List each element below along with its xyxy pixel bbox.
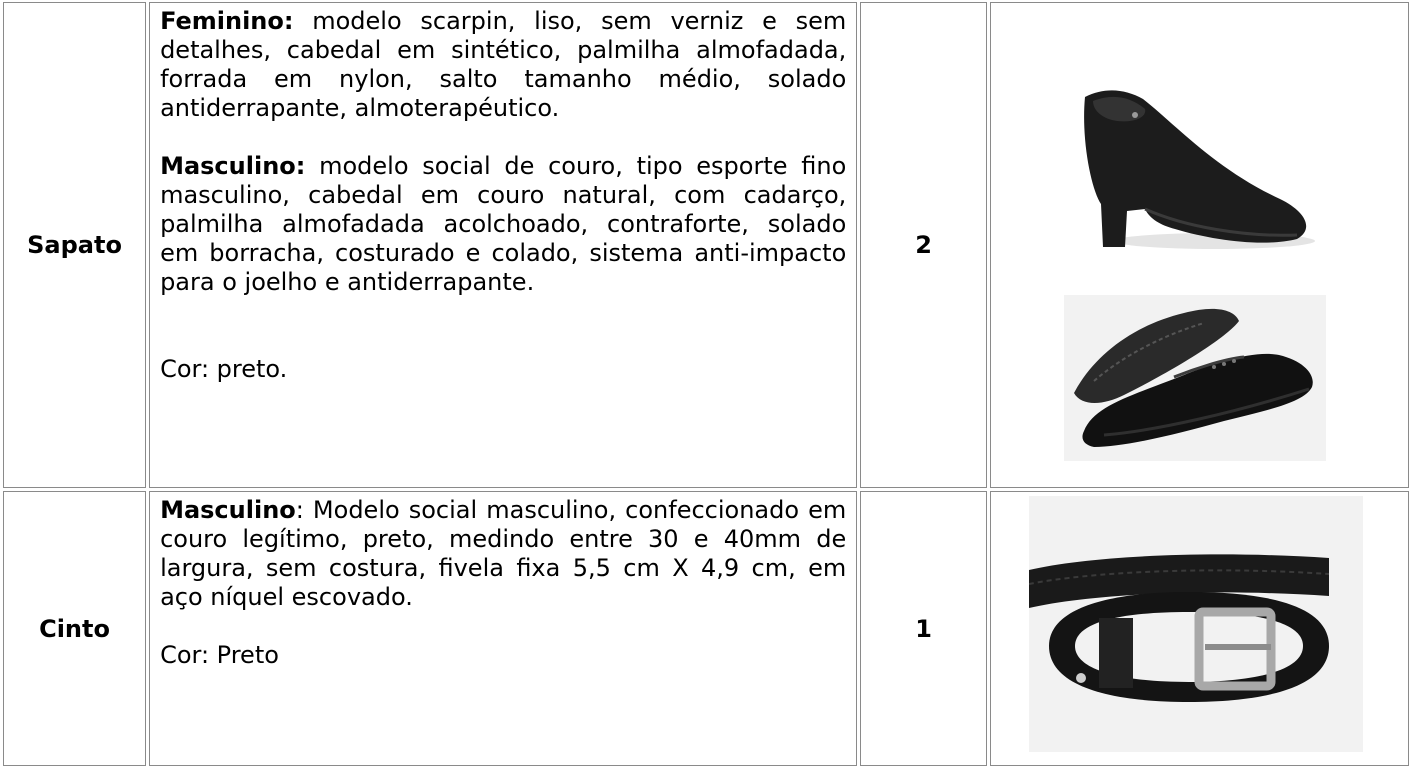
female-description: Feminino: modelo scarpin, liso, sem vern… [160,7,846,123]
male-label: Masculino [160,496,296,524]
description-cell: Feminino: modelo scarpin, liso, sem vern… [149,2,858,488]
description-cell: Masculino: Modelo social masculino, conf… [149,491,858,766]
male-description: Masculino: modelo social de couro, tipo … [160,152,846,297]
male-description: Masculino: Modelo social masculino, conf… [160,496,846,612]
item-name-cell: Sapato [3,2,147,488]
pump-shoe-icon [1064,79,1315,259]
image-cell [989,2,1409,488]
table-row-cinto: Cinto Masculino: Modelo social masculino… [3,491,1409,766]
table-row-sapato: Sapato Feminino: modelo scarpin, liso, s… [3,2,1409,488]
belt-icon [1028,496,1363,752]
male-label: Masculino: [160,152,306,180]
item-name-cell: Cinto [3,491,147,766]
black-pump-shoe-image [1064,79,1315,259]
quantity-cell: 1 [860,491,987,766]
color-note: Cor: preto. [160,355,288,383]
male-text: : Modelo social masculino, confeccionado… [160,496,847,611]
oxford-shoe-icon [1063,295,1326,461]
black-leather-belt-image [1028,496,1363,752]
color-note: Cor: Preto [160,641,279,669]
male-text: modelo social de couro, tipo esporte fin… [160,152,847,296]
female-label: Feminino: [160,7,294,35]
quantity-cell: 2 [860,2,987,488]
image-cell [989,491,1409,766]
black-oxford-shoe-image [1063,295,1326,461]
female-text: modelo scarpin, liso, sem verniz e sem d… [160,7,847,122]
